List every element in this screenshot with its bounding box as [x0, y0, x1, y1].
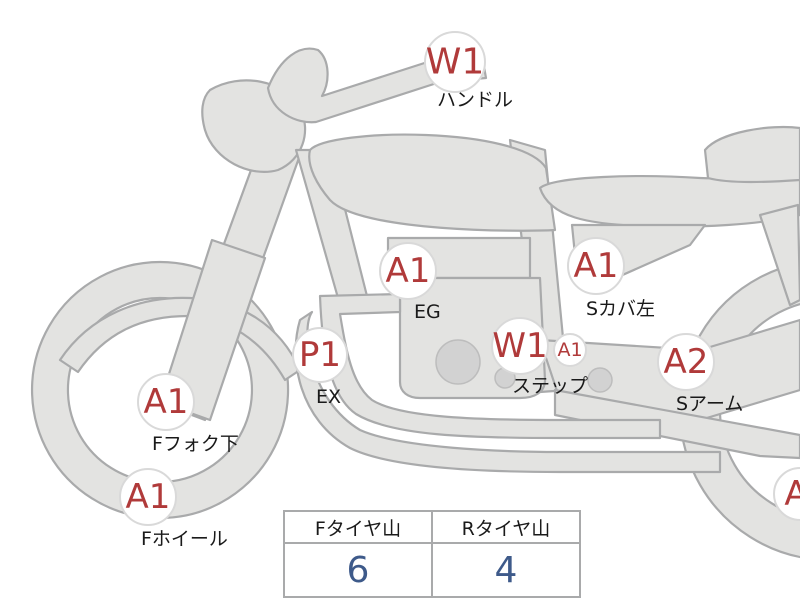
front-tire-value: 6	[283, 542, 433, 598]
part-label: ステップ	[512, 375, 588, 397]
engine-cover-shape	[435, 339, 481, 385]
swing-arm-shape	[553, 388, 800, 460]
part-label: EX	[316, 386, 341, 408]
part-code: A1	[144, 382, 189, 422]
tire-table-header-row: Fタイヤ山 Rタイヤ山	[283, 510, 581, 544]
seat-shape	[538, 136, 800, 228]
part-handle[interactable]: W1 ハンドル	[424, 31, 513, 111]
part-swing-arm[interactable]: A2 Sアーム	[657, 333, 743, 415]
tire-tread-table: Fタイヤ山 Rタイヤ山 6 4	[283, 510, 581, 598]
tire-table-value-row: 6 4	[283, 542, 581, 598]
part-code: A1	[126, 477, 171, 517]
front-tire-header: Fタイヤ山	[283, 510, 433, 544]
fork-lower-shape	[158, 238, 267, 422]
step-peg-shape	[587, 367, 613, 393]
part-front-fork[interactable]: A1 Fフォク下	[137, 373, 239, 455]
rear-tire-header: Rタイヤ山	[431, 510, 581, 544]
part-label: Fフォク下	[152, 433, 239, 455]
part-code: P1	[299, 335, 341, 375]
fuel-tank-shape	[308, 133, 557, 232]
part-code: A1	[574, 246, 619, 286]
part-code: W1	[426, 42, 485, 83]
exhaust-pipe-lower-shape	[294, 310, 722, 474]
part-code: A1	[386, 251, 431, 291]
part-code: W1	[492, 326, 547, 366]
part-front-wheel[interactable]: A1 Fホイール	[119, 468, 228, 550]
part-step[interactable]: W1 ステップ	[491, 317, 588, 397]
part-exhaust[interactable]: P1 EX	[292, 327, 348, 408]
part-label: EG	[414, 301, 441, 323]
part-label: Sカバ左	[586, 298, 655, 320]
part-engine[interactable]: A1 EG	[379, 242, 441, 323]
part-step-small[interactable]: A1	[553, 333, 587, 367]
seat-top-shape	[703, 125, 800, 184]
rear-tire-value: 4	[431, 542, 581, 598]
rear-shock-shape	[758, 203, 800, 307]
exhaust-pipe-upper-shape	[318, 292, 662, 440]
part-code: A1	[557, 339, 582, 361]
part-label: ハンドル	[437, 89, 513, 111]
part-label: Sアーム	[676, 393, 743, 415]
part-rear-edge[interactable]: A	[773, 467, 800, 521]
part-label: Fホイール	[141, 528, 228, 550]
part-code: A2	[664, 342, 709, 382]
part-code: A	[784, 474, 800, 514]
part-side-cover-left[interactable]: A1 Sカバ左	[567, 237, 655, 320]
